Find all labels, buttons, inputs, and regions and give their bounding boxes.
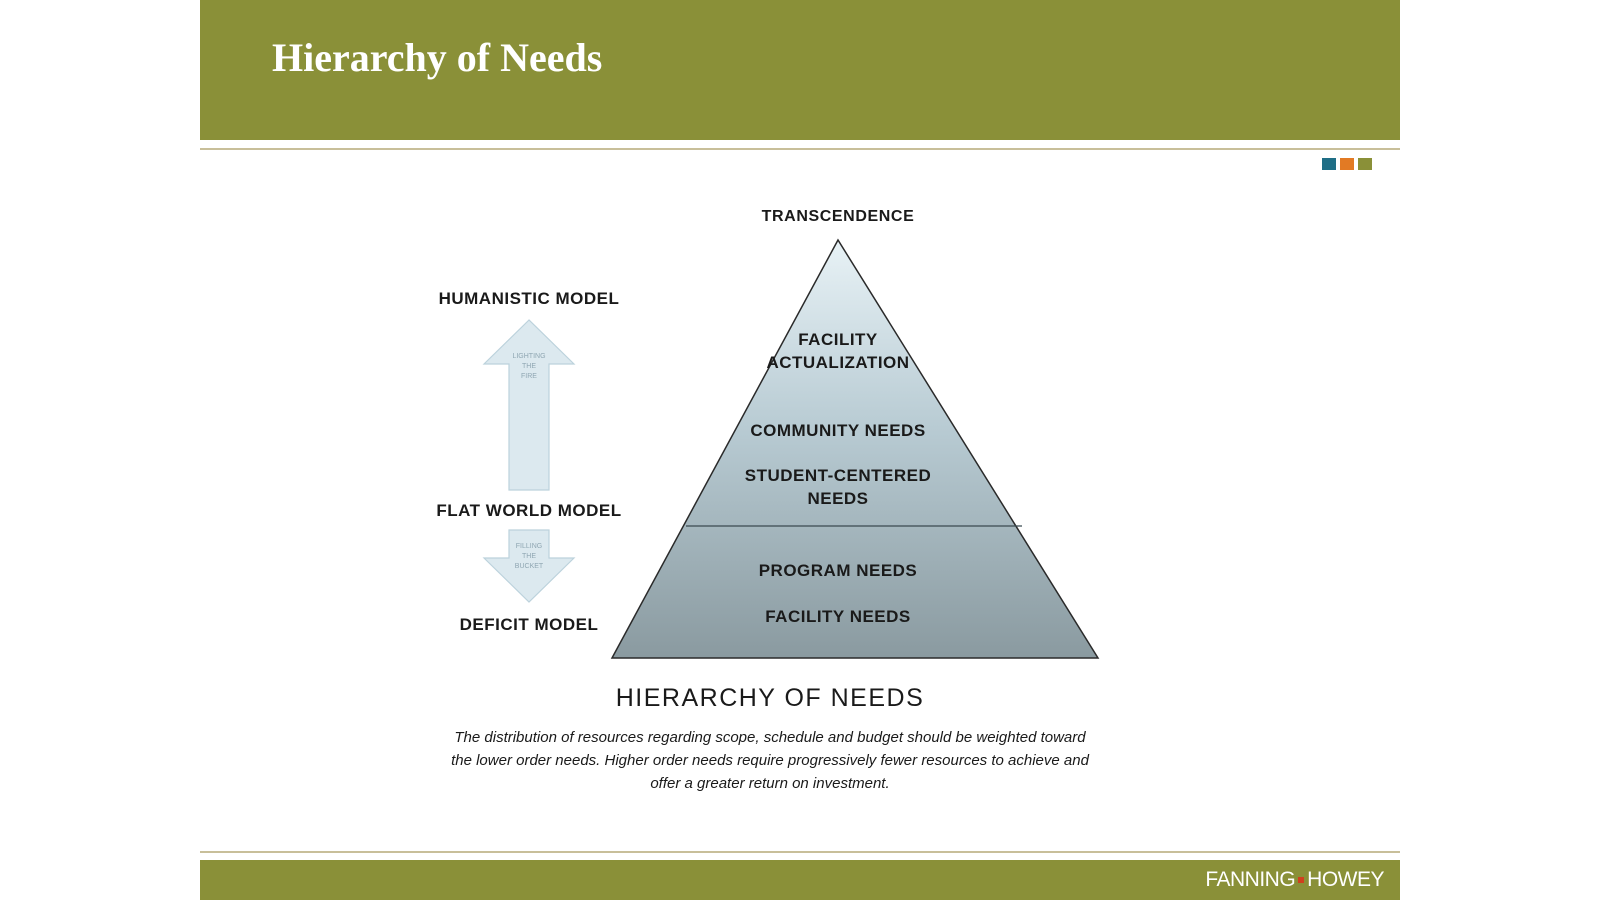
accent-square-teal — [1322, 158, 1336, 170]
down-arrow-text-line: BUCKET — [514, 563, 544, 570]
tier-label-community-needs: COMMUNITY NEEDS — [750, 421, 926, 440]
brand-logo: FANNING HOWEY — [1205, 868, 1384, 892]
humanistic-model-label: HUMANISTIC MODEL — [438, 289, 620, 308]
tier-label-program-needs: PROGRAM NEEDS — [758, 561, 918, 580]
up-arrow-text-line: LIGHTING — [512, 353, 546, 360]
accent-squares — [1322, 158, 1372, 170]
tier-label-facility-needs: FACILITY NEEDS — [765, 607, 911, 626]
hierarchy-diagram — [482, 238, 1100, 659]
brand-name-left: FANNING — [1205, 868, 1296, 891]
footer-divider — [200, 851, 1400, 853]
up-arrow-text-line: FIRE — [521, 373, 537, 380]
flat-world-model-label: FLAT WORLD MODEL — [436, 501, 622, 520]
footer-bar: FANNING HOWEY — [200, 860, 1400, 900]
up-arrow-text: LIGHTING THE FIRE — [499, 352, 559, 382]
deficit-model-label: DEFICIT MODEL — [459, 615, 599, 634]
header-bar: Hierarchy of Needs — [200, 0, 1400, 140]
down-arrow-text-line: THE — [522, 553, 536, 560]
slide-title: Hierarchy of Needs — [272, 35, 603, 80]
up-arrow-text-line: THE — [522, 363, 536, 370]
diagram-caption: The distribution of resources regarding … — [451, 729, 1089, 792]
down-arrow-icon — [482, 529, 576, 603]
pyramid — [610, 238, 1100, 659]
down-arrow-text-line: FILLING — [515, 543, 543, 550]
tier-label-student-centered-needs: STUDENT-CENTERED NEEDS — [744, 466, 932, 508]
down-arrow-text: FILLING THE BUCKET — [499, 542, 559, 572]
slide: Hierarchy of Needs TRANSCENDENCE FACILIT… — [200, 0, 1400, 900]
apex-label: TRANSCENDENCE — [761, 208, 915, 225]
brand-name-right: HOWEY — [1307, 868, 1384, 891]
up-arrow-icon — [482, 319, 576, 491]
tier-label-facility-actualization: FACILITY ACTUALIZATION — [766, 330, 910, 372]
header-divider — [200, 148, 1400, 150]
accent-square-orange — [1340, 158, 1354, 170]
diagram-title: HIERARCHY OF NEEDS — [615, 684, 925, 712]
logo-dot-icon — [1298, 877, 1305, 883]
accent-square-olive — [1358, 158, 1372, 170]
